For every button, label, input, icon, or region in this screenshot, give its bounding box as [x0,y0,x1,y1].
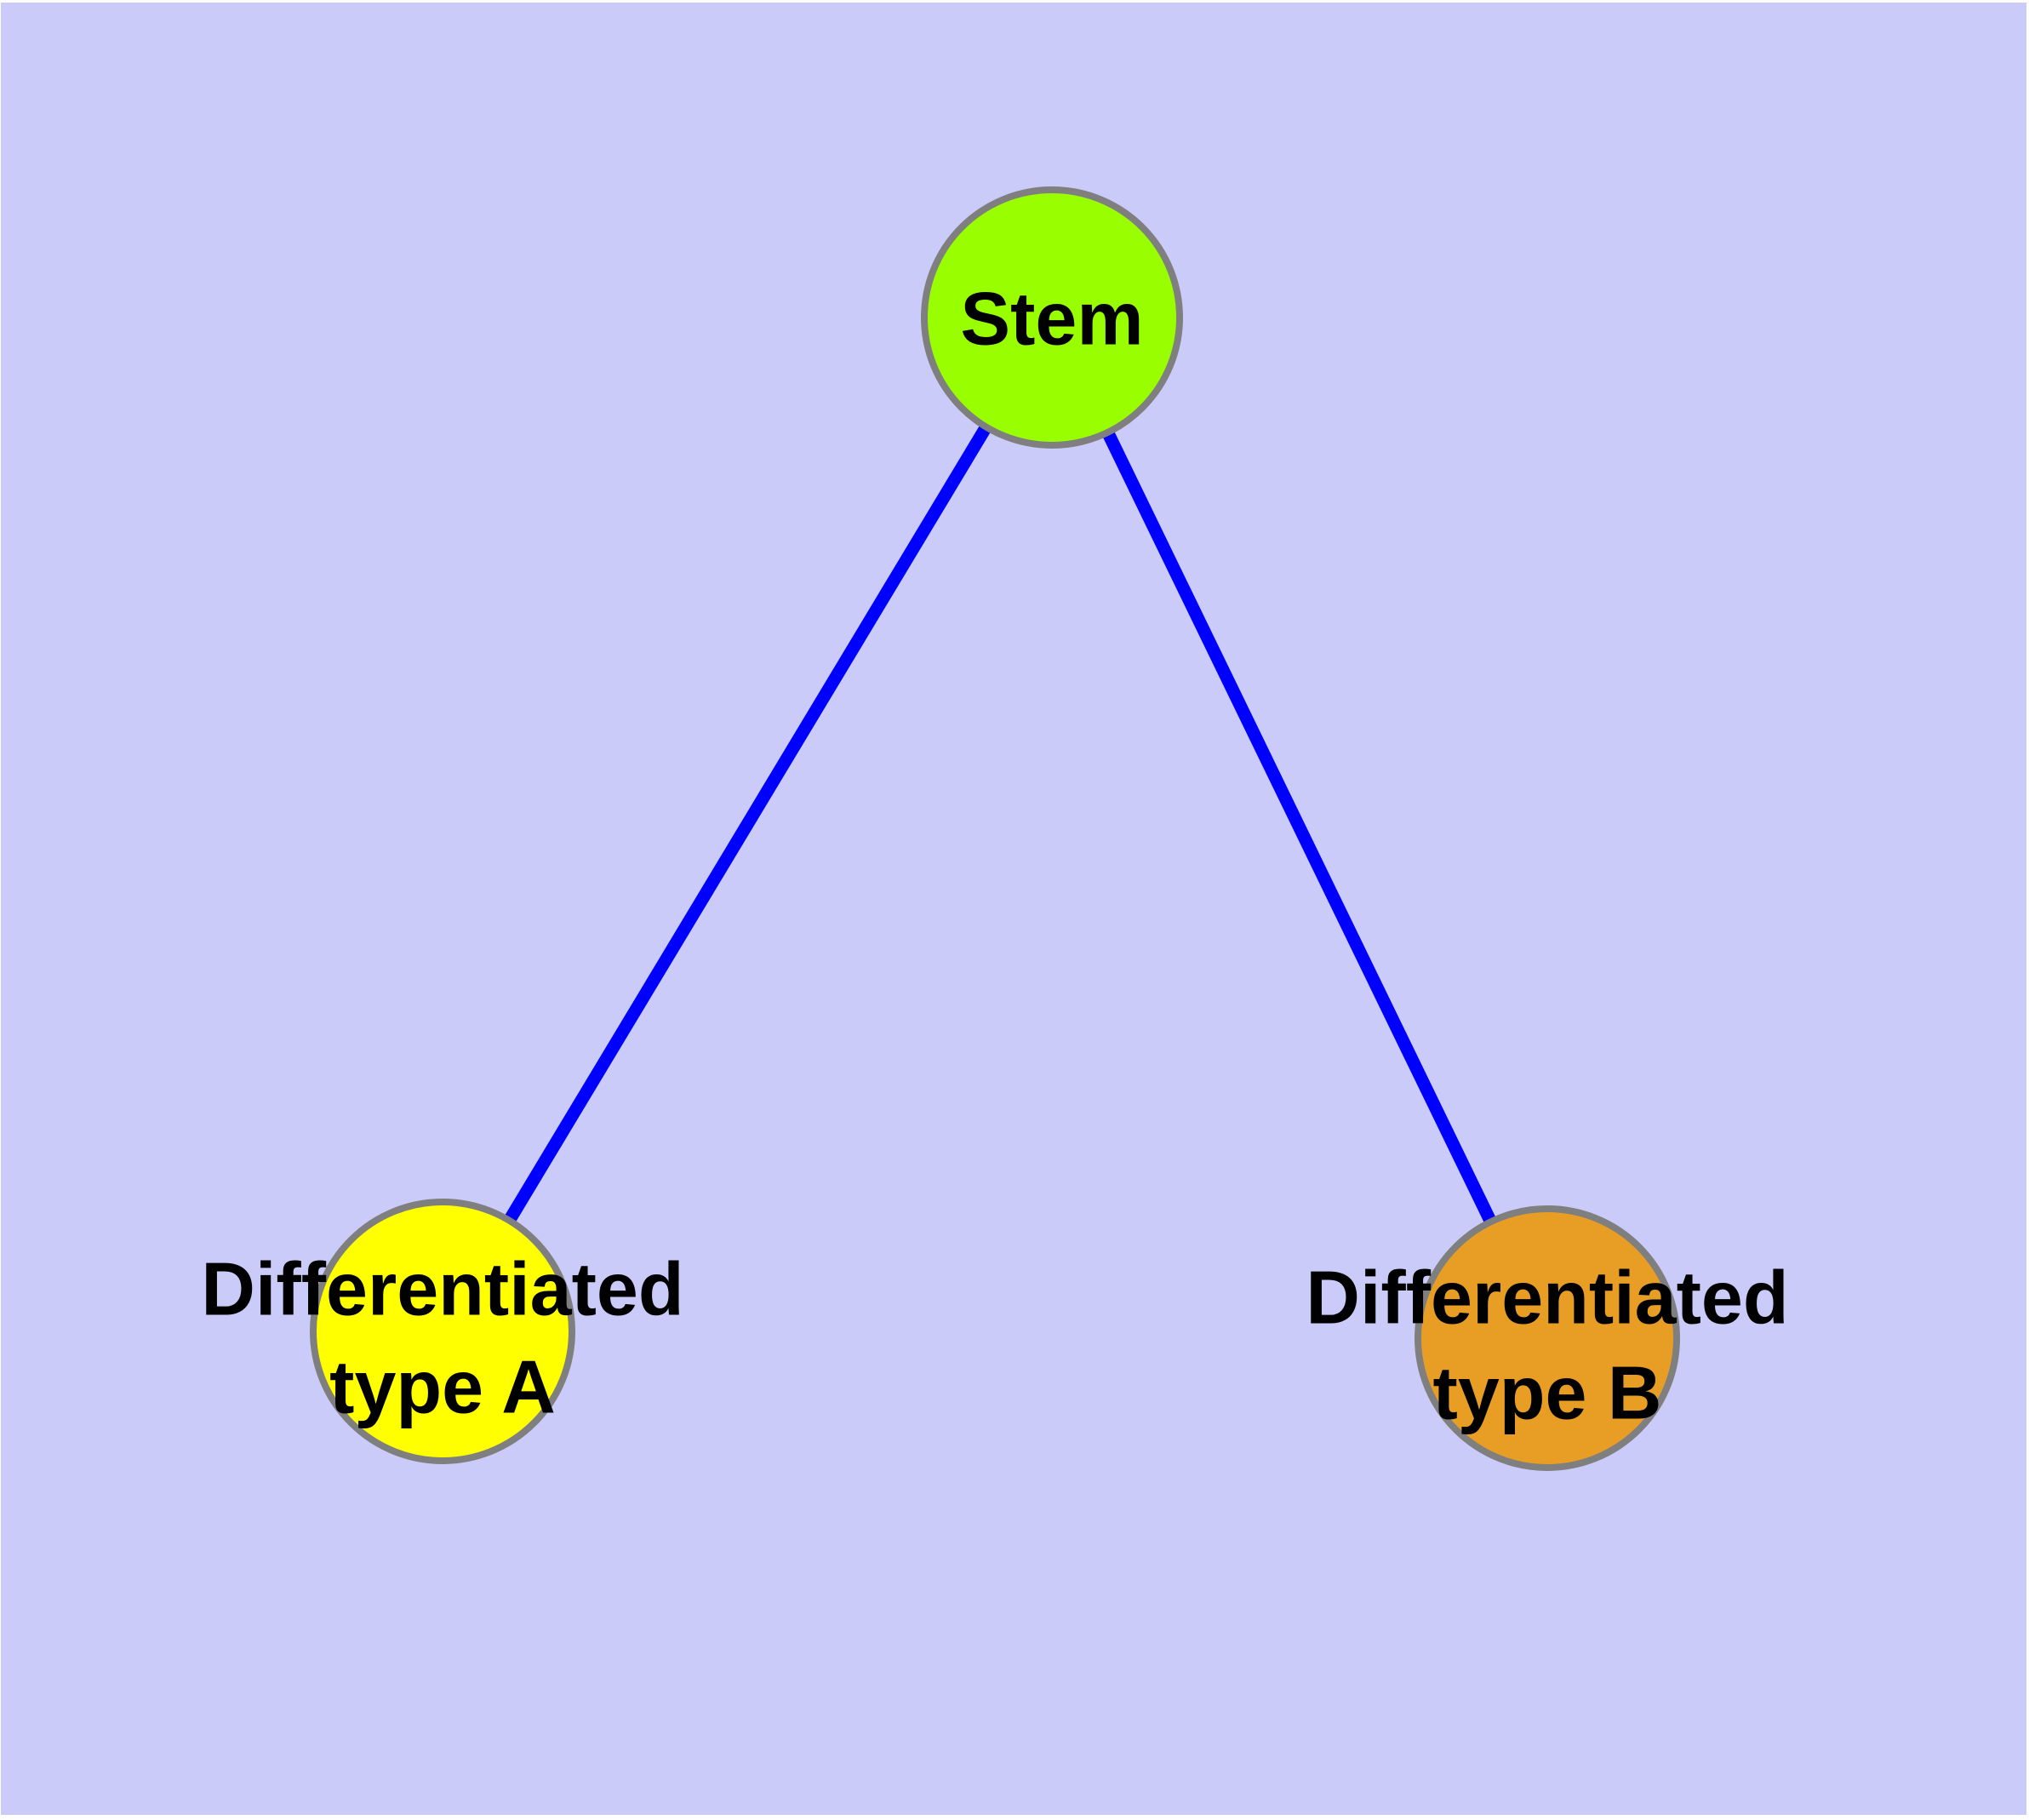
node-type-b-label-line1: Differentiated [1306,1256,1788,1340]
node-type-a-label-line1: Differentiated [201,1247,683,1331]
edge-stem-to-type-a [437,314,1058,1335]
node-type-b-circle [1415,1205,1680,1471]
node-stem-label: Stem [960,277,1143,361]
node-type-b-label-line2: type B [1433,1351,1662,1435]
node-type-a-circle [310,1199,575,1464]
node-type-a-label-line2: type A [329,1345,556,1429]
node-stem-circle [921,186,1183,449]
edge-stem-to-type-b [1046,314,1553,1342]
